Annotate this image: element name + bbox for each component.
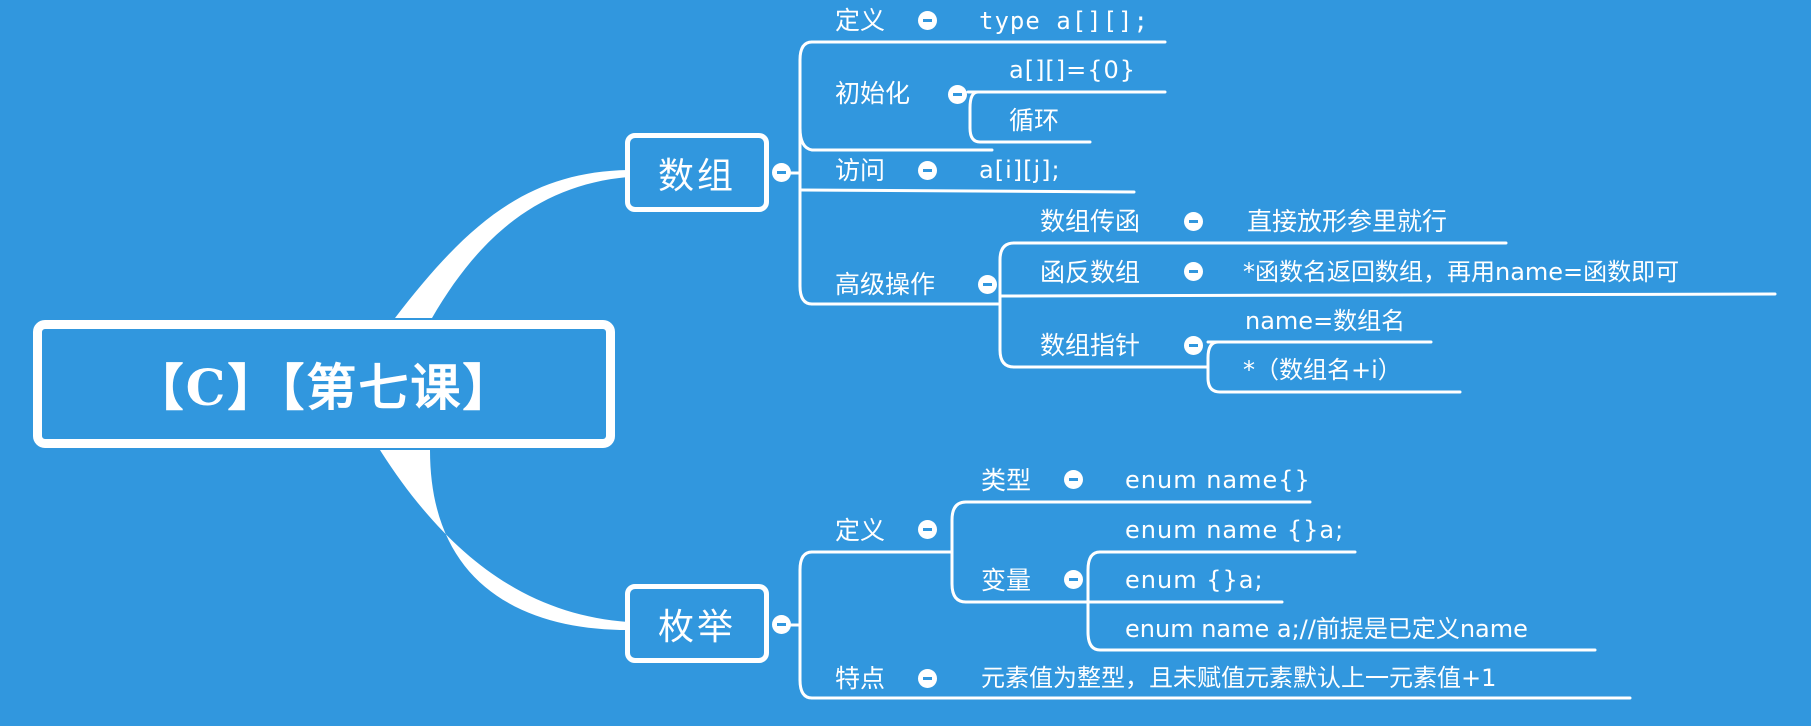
array-access-label[interactable]: 访问 [835, 156, 886, 185]
array-init-label[interactable]: 初始化 [835, 79, 911, 108]
enum-definition-label[interactable]: 定义 [835, 516, 886, 545]
enum-variable-value-3[interactable]: enum name a;//前提是已定义name [1125, 615, 1528, 643]
root-title: 【C】【第七课】 [133, 358, 515, 417]
array-init-collapse-icon[interactable] [948, 85, 967, 104]
enum-type-value[interactable]: enum name{} [1125, 466, 1311, 494]
array-definition-collapse-icon[interactable] [918, 11, 937, 30]
enum-type-label[interactable]: 类型 [981, 466, 1032, 495]
enum-collapse-icon[interactable] [772, 615, 791, 634]
array-return-collapse-icon[interactable] [1184, 262, 1203, 281]
enum-type-collapse-icon[interactable] [1064, 470, 1083, 489]
root-to-enum-connector [380, 450, 628, 630]
enum-variable-value-2[interactable]: enum {}a; [1125, 566, 1264, 594]
array-init-value-2[interactable]: 循环 [1009, 106, 1060, 135]
array-pass-value[interactable]: 直接放形参里就行 [1247, 207, 1448, 236]
array-pointer-collapse-icon[interactable] [1184, 336, 1203, 355]
array-access-value[interactable]: a[i][j]; [979, 156, 1061, 184]
array-pass-collapse-icon[interactable] [1184, 212, 1203, 231]
array-collapse-icon[interactable] [772, 163, 791, 182]
array-access-collapse-icon[interactable] [918, 161, 937, 180]
enum-feature-value[interactable]: 元素值为整型，且未赋值元素默认上一元素值+1 [981, 664, 1497, 692]
array-init-value-1[interactable]: a[][]={0} [1009, 56, 1137, 84]
enum-feature-collapse-icon[interactable] [918, 669, 937, 688]
enum-variable-collapse-icon[interactable] [1064, 570, 1083, 589]
array-node-label: 数组 [657, 155, 736, 197]
enum-node-label: 枚举 [657, 606, 736, 648]
array-advanced-collapse-icon[interactable] [978, 275, 997, 294]
root-node-box[interactable] [33, 320, 615, 448]
root-to-array-connector [395, 170, 628, 318]
enum-definition-collapse-icon[interactable] [918, 520, 937, 539]
array-return-label[interactable]: 函反数组 [1040, 258, 1141, 287]
array-pass-label[interactable]: 数组传函 [1040, 207, 1141, 236]
array-node[interactable]: 数组 [625, 133, 769, 212]
array-pointer-label[interactable]: 数组指针 [1040, 331, 1141, 360]
array-definition-value[interactable]: type a[][]; [979, 7, 1149, 35]
enum-feature-label[interactable]: 特点 [835, 664, 886, 693]
array-pointer-value-2[interactable]: *（数组名+i） [1243, 356, 1402, 384]
enum-variable-value-1[interactable]: enum name {}a; [1125, 516, 1345, 544]
array-definition-label[interactable]: 定义 [835, 6, 886, 35]
enum-variable-label[interactable]: 变量 [981, 566, 1032, 595]
array-pointer-value-1[interactable]: name=数组名 [1245, 307, 1406, 335]
array-return-value[interactable]: *函数名返回数组，再用name=函数即可 [1243, 258, 1680, 286]
enum-node[interactable]: 枚举 [625, 584, 769, 663]
array-advanced-label[interactable]: 高级操作 [835, 270, 936, 299]
